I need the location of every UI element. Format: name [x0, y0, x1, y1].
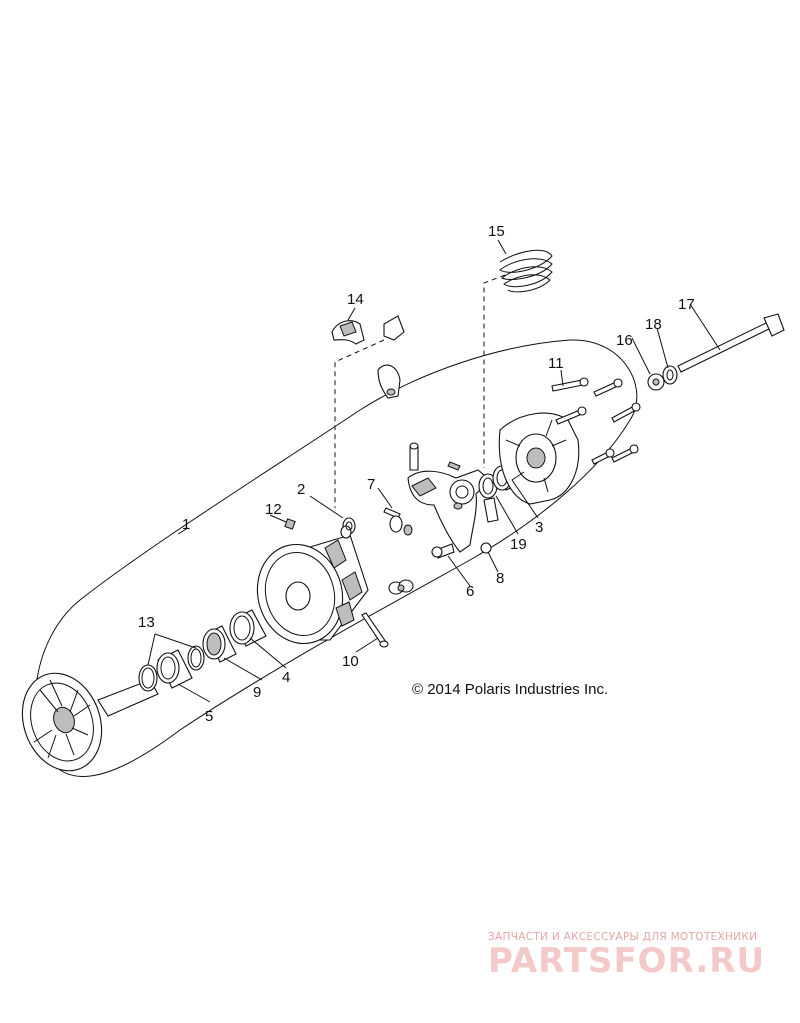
callout-7: 7	[367, 476, 375, 493]
part-12-nut	[284, 518, 296, 530]
callout-19: 19	[510, 536, 527, 553]
part-7-pin	[383, 507, 413, 536]
cover	[498, 412, 580, 505]
part-13-rings	[138, 645, 205, 692]
moveable-sheave	[256, 534, 369, 645]
alignment-line-15	[483, 274, 506, 468]
part-9-bushing	[202, 625, 237, 663]
part-10-pin	[361, 612, 389, 648]
callout-5: 5	[205, 708, 213, 725]
part-4-bushing	[229, 609, 267, 647]
callout-14: 14	[347, 291, 364, 308]
callout-labels: 1 2 3 4 5 6 7 8 9 10 11 12 13 14 15 16 1…	[138, 223, 695, 725]
callout-3: 3	[535, 519, 543, 536]
roller-cluster	[388, 579, 414, 595]
part-11-bolts	[551, 377, 641, 465]
copyright-notice: © 2014 Polaris Industries Inc.	[412, 681, 608, 698]
callout-9: 9	[253, 684, 261, 701]
callout-11: 11	[548, 355, 564, 372]
fixed-sheave-shaft	[21, 672, 159, 772]
callout-1: 1	[182, 516, 190, 533]
leader-lines	[147, 239, 721, 703]
watermark-logo: PARTSFOR.RU	[488, 941, 765, 981]
callout-17: 17	[678, 296, 695, 313]
spider-small-parts	[409, 442, 499, 554]
part-18-washer	[662, 365, 678, 385]
callout-10: 10	[342, 653, 359, 670]
part-14-weights	[331, 315, 405, 399]
callout-15: 15	[488, 223, 505, 240]
callout-6: 6	[466, 583, 474, 600]
part-17-bolt	[677, 313, 785, 373]
watermark-tagline: ЗАПЧАСТИ И АКСЕССУАРЫ ДЛЯ МОТОТЕХНИКИ	[488, 931, 757, 943]
part-15-spring	[499, 249, 553, 293]
part-16-washer	[647, 373, 665, 391]
spider-part-6	[407, 469, 491, 559]
callout-16: 16	[616, 332, 633, 349]
callout-13: 13	[138, 614, 155, 631]
alignment-line-14	[334, 339, 385, 508]
part-5-bushing	[156, 649, 193, 689]
callout-4: 4	[282, 669, 290, 686]
callout-12: 12	[265, 501, 282, 518]
callout-18: 18	[645, 316, 662, 333]
assembly-outline	[34, 339, 638, 777]
part-2-roller	[340, 517, 356, 539]
callout-8: 8	[496, 570, 504, 587]
callout-2: 2	[297, 481, 305, 498]
